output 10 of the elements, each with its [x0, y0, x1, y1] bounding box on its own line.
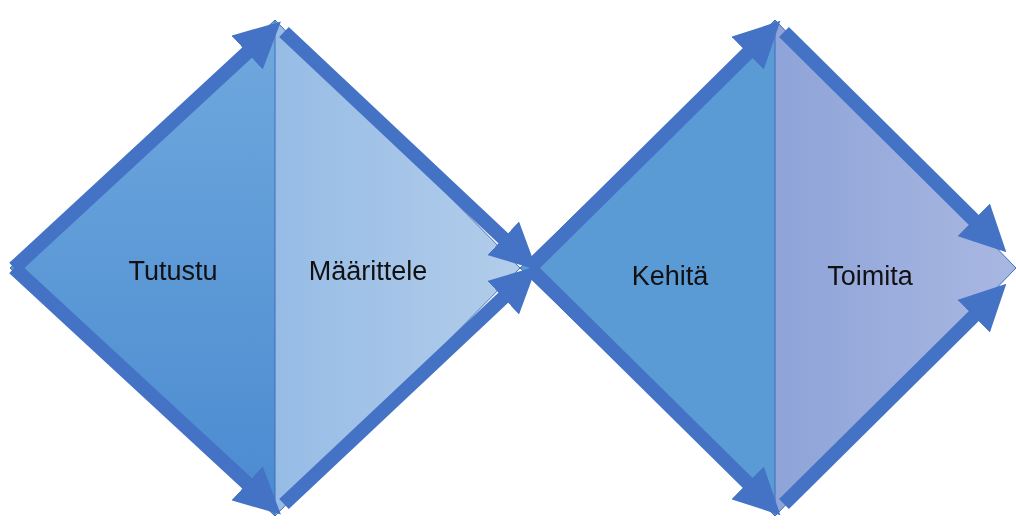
arrow: [779, 27, 1007, 253]
triangle-shape: [10, 20, 275, 516]
stage-label: Määrittele: [308, 255, 428, 287]
triangle-shape: [275, 20, 520, 516]
stage-label: Toimita: [827, 260, 913, 292]
stage-label: Kehitä: [631, 260, 709, 292]
stage-label: Tutustu: [128, 255, 218, 287]
triangle-shape: [520, 20, 775, 516]
arrow: [779, 283, 1007, 509]
triangle-shape: [775, 20, 1016, 516]
